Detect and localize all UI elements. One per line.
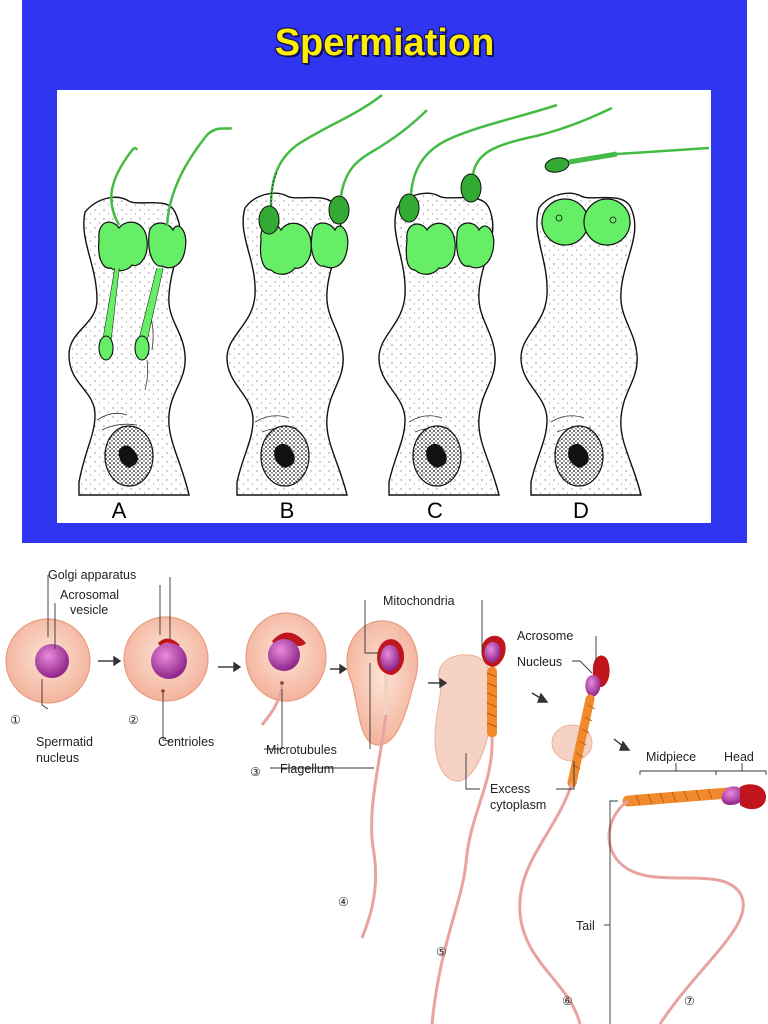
step-number-1: ① [10,713,21,727]
label-spermatid: Spermatid [36,735,93,749]
spermatid-group-c [398,103,613,275]
label-acrosome: Acrosome [517,629,573,643]
spermiation-figure: A B C D [57,90,711,523]
sertoli-cell-c [378,103,613,496]
stage-3-cell [245,612,327,726]
label-tail: Tail [576,919,595,933]
stage-1-cell [5,618,91,704]
spermiation-svg: A B C D [68,94,710,523]
progression-arrows [98,655,631,751]
label-mitochondria: Mitochondria [383,594,455,608]
label-acrosomal: Acrosomal [60,588,119,602]
label-excess: Excess [490,782,530,796]
label-cytoplasm: cytoplasm [490,798,546,812]
leader-lines [41,575,767,1024]
step-number-7: ⑦ [684,994,695,1008]
label-nucleus: Nucleus [517,655,562,669]
label-midpiece: Midpiece [646,750,696,764]
spermiogenesis-figure: Golgi apparatus Acrosomal vesicle Sperma… [0,543,768,1024]
slide: Spermiation [22,0,747,543]
label-head: Head [724,750,754,764]
label-flagellum: Flagellum [280,762,334,776]
sertoli-cell-a [68,126,233,496]
residual-bodies-d [541,198,631,246]
label-golgi-apparatus: Golgi apparatus [48,568,136,582]
sertoli-cell-b [226,94,428,496]
step-number-5: ⑤ [436,945,447,959]
released-sperm-d [544,146,710,173]
label-spermatid-nucleus: nucleus [36,751,79,765]
spermatid-group-b [258,94,428,275]
panel-label-d: D [573,498,589,523]
sertoli-cell-d [520,146,710,496]
stage-7-sperm [607,784,766,1024]
step-number-3: ③ [250,765,261,779]
stage-5-cell [430,635,506,1024]
stage-2-cell [123,616,209,702]
stage-4-cell [346,620,419,939]
step-number-6: ⑥ [562,994,573,1008]
panel-label-a: A [112,498,127,523]
step-number-4: ④ [338,895,349,909]
label-centrioles: Centrioles [158,735,214,749]
spermiogenesis-svg: Golgi apparatus Acrosomal vesicle Sperma… [5,568,767,1024]
stage-6-cell [518,655,610,1024]
slide-title: Spermiation [274,22,495,64]
panel-label-c: C [427,498,443,523]
label-microtubules: Microtubules [266,743,337,757]
panel-label-b: B [280,498,295,523]
step-number-2: ② [128,713,139,727]
label-vesicle: vesicle [70,603,108,617]
spermatid-group-a [98,126,233,361]
